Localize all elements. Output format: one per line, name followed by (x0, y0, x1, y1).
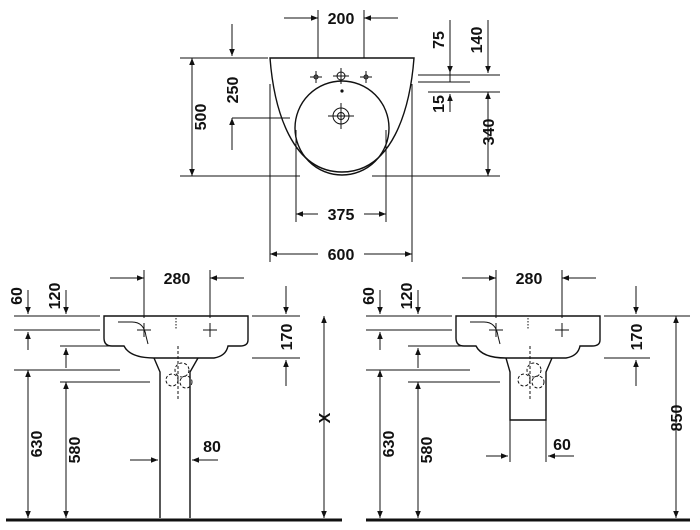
dim-200: 200 (328, 11, 355, 28)
dim-340: 340 (481, 119, 498, 146)
tap-hole-right (360, 71, 372, 83)
dim-60-pedestal: 60 (553, 437, 571, 454)
tap-mark-left-right-view (489, 323, 503, 337)
dim-600: 600 (328, 247, 355, 264)
right-side-view: 280 60 120 170 850 630 580 60 (361, 270, 690, 522)
dim-500: 500 (193, 104, 210, 131)
basin-outline-top (269, 57, 415, 173)
dim-15: 15 (431, 95, 448, 113)
dim-170-left: 170 (279, 324, 296, 351)
dim-170-right: 170 (629, 324, 646, 351)
dim-250: 250 (225, 77, 242, 104)
tap-mark-right (203, 323, 217, 337)
dim-375: 375 (328, 207, 355, 224)
dim-60-left: 60 (9, 287, 26, 305)
top-view: 200 250 500 75 140 15 340 375 600 (180, 10, 500, 264)
bowl-circle (294, 80, 390, 176)
waste-trap-right (517, 346, 545, 400)
dim-120-right: 120 (399, 283, 416, 310)
basin-side-right (455, 315, 601, 359)
semi-pedestal (505, 357, 553, 421)
basin-side-left (103, 315, 249, 359)
tap-mark-left (137, 323, 151, 337)
dim-120-left: 120 (47, 283, 64, 310)
dim-580-left: 580 (67, 437, 84, 464)
dim-x: X (317, 412, 334, 423)
dim-80: 80 (203, 439, 221, 456)
tap-hole-left (310, 71, 322, 83)
dim-280-right: 280 (516, 271, 543, 288)
dim-140: 140 (469, 27, 486, 54)
tap-hole-center (333, 68, 349, 84)
dim-630-right: 630 (381, 431, 398, 458)
dim-280-left: 280 (164, 271, 191, 288)
waste-trap (165, 346, 193, 400)
dim-60-right: 60 (361, 287, 378, 305)
pedestal-full (153, 357, 199, 518)
tap-mark-right-right-view (555, 323, 569, 337)
dim-75: 75 (431, 31, 448, 49)
dim-630-left: 630 (29, 431, 46, 458)
left-side-view: 280 60 120 170 X 630 580 80 (6, 270, 342, 522)
dim-850: 850 (669, 405, 686, 432)
dim-580-right: 580 (419, 437, 436, 464)
